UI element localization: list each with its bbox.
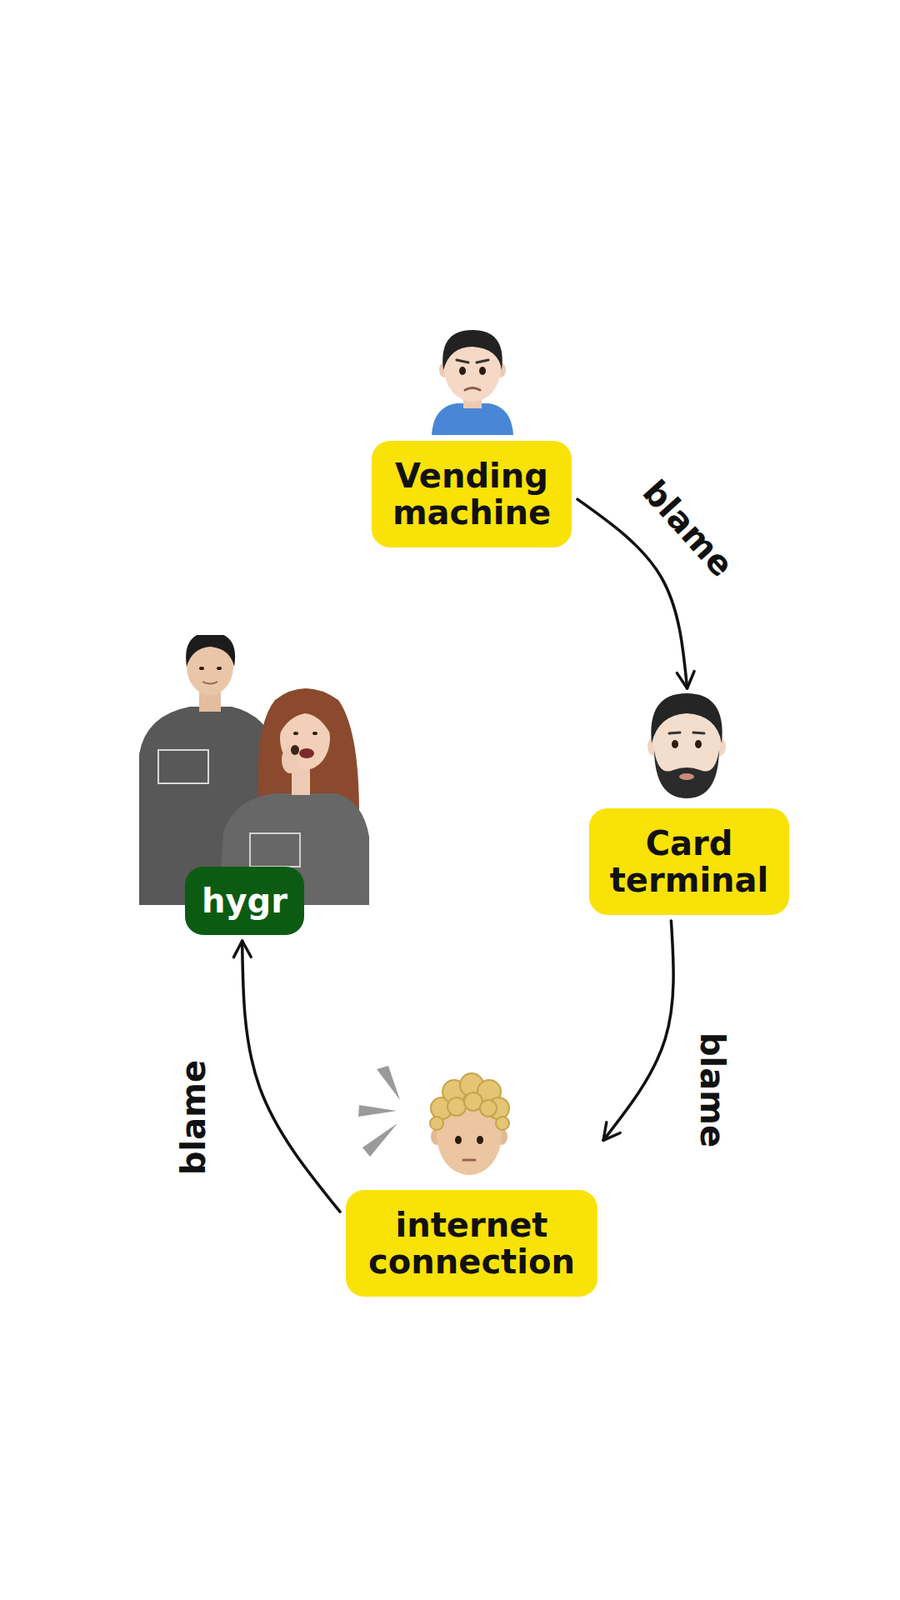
frowning-man-icon-part <box>459 366 466 375</box>
bearded-man-icon-part <box>695 740 702 749</box>
edge-label: blame <box>175 1060 212 1175</box>
blame-arrow <box>242 940 340 1212</box>
blame-arrow <box>603 920 674 1140</box>
node-group: Vending machine <box>371 328 572 548</box>
yellow-box: Card terminal <box>589 808 790 915</box>
bearded-man-icon-part <box>671 740 679 749</box>
brand-photo <box>139 635 370 905</box>
box-label: Card terminal <box>605 825 773 899</box>
node-group: hygr <box>185 866 305 935</box>
surprise-sparks-part <box>358 1105 397 1117</box>
curly-boy-icon-part <box>430 1073 510 1130</box>
brand-tag: hygr <box>185 866 305 935</box>
edge-label: blame <box>694 1032 731 1148</box>
box-label: Vending machine <box>388 457 555 531</box>
brand-photo-part <box>199 666 205 670</box>
curly-boy-icon-part-part <box>430 1116 444 1130</box>
brand-photo-part <box>299 748 315 759</box>
brand-photo-part <box>185 635 235 667</box>
curly-boy-icon-part <box>476 1135 484 1145</box>
node-group: Card terminal <box>589 694 790 915</box>
surprise-sparks-part <box>362 1123 398 1157</box>
bearded-man-icon-part <box>679 773 695 780</box>
box-label: hygr <box>201 882 288 920</box>
brand-photo-part <box>202 681 218 685</box>
surprise-sparks-part <box>376 1065 400 1100</box>
brand-photo-part <box>280 701 330 734</box>
box-label: internet connection <box>362 1206 581 1280</box>
frowning-man-icon-part <box>442 330 503 370</box>
bearded-man-icon-part <box>669 732 680 734</box>
bearded-man-icon-part <box>693 732 705 734</box>
brand-photo-part <box>312 731 318 735</box>
frowning-man-icon <box>431 330 514 435</box>
brand-photo-part <box>216 666 222 670</box>
frowning-man-icon-part <box>479 366 486 375</box>
bearded-man-icon-part <box>650 693 722 744</box>
curly-boy-icon-part-part <box>495 1116 510 1130</box>
edge-label: blame <box>635 473 740 584</box>
curly-boy-icon-part <box>463 1159 475 1162</box>
brand-photo-part <box>158 750 209 784</box>
brand-photo-part <box>250 833 300 867</box>
curly-boy-icon-part <box>455 1135 462 1145</box>
frowning-man-icon-part <box>476 360 489 363</box>
curly-boy-icon-part-part <box>480 1100 497 1117</box>
curly-boy-icon-part-part <box>447 1097 466 1116</box>
brand-photo-part <box>293 731 299 735</box>
surprise-sparks <box>358 1065 400 1157</box>
node-group: internet connection <box>345 1073 598 1297</box>
yellow-box: internet connection <box>345 1190 598 1297</box>
brand-photo-part <box>290 745 300 755</box>
curly-boy-icon <box>430 1073 510 1175</box>
bearded-man-icon <box>647 693 726 799</box>
frowning-man-icon-part <box>456 360 469 363</box>
bearded-man-icon-part <box>654 750 720 799</box>
yellow-box: Vending machine <box>371 440 572 548</box>
frowning-man-icon-part <box>465 388 480 391</box>
